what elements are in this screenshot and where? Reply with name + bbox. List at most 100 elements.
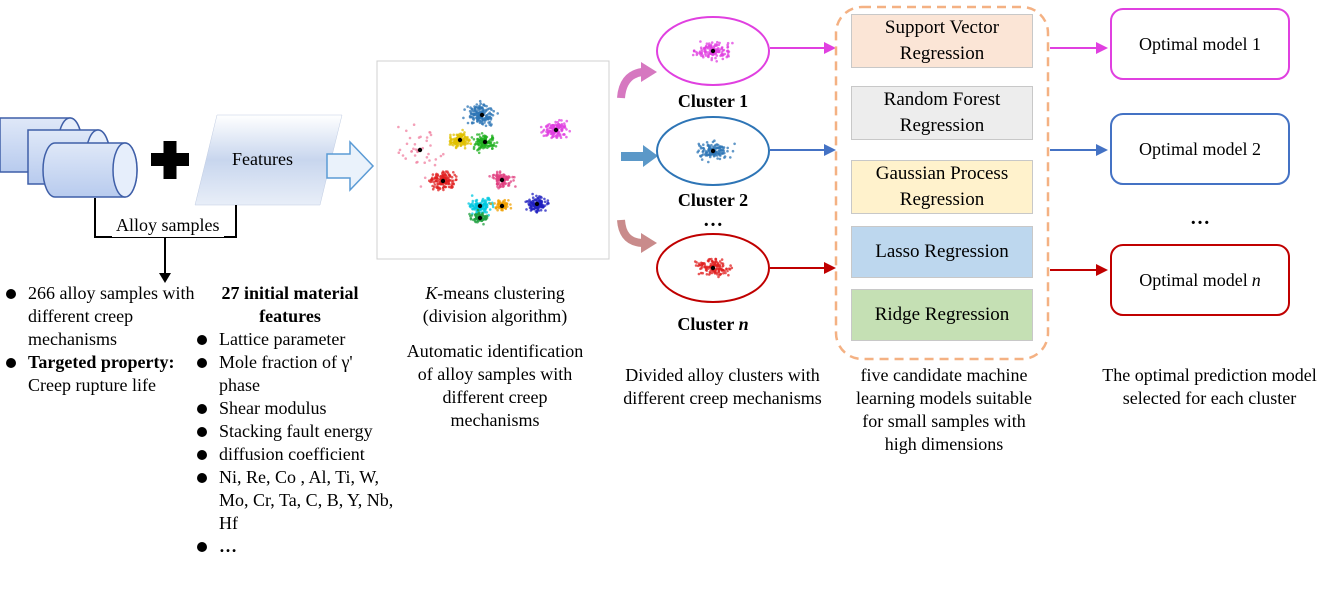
cluster-2-point xyxy=(704,154,708,157)
scatter-point xyxy=(471,109,475,113)
scatter-point xyxy=(556,134,560,138)
scatter-point xyxy=(432,180,436,184)
optimal-caption: The optimal prediction model selected fo… xyxy=(1102,365,1317,408)
scatter-point xyxy=(543,200,547,204)
cluster-n-point xyxy=(721,269,725,272)
scatter-point xyxy=(478,99,482,103)
target-property-item: Targeted property: Creep rupture life xyxy=(4,351,204,397)
features-label: Features xyxy=(232,149,293,169)
scatter-point xyxy=(477,111,481,115)
scatter-point xyxy=(485,114,489,117)
optimal-n-italic: n xyxy=(1251,269,1261,290)
scatter-point xyxy=(442,188,445,192)
scatter-point xyxy=(474,199,478,202)
scatter-point xyxy=(479,141,483,145)
scatter-point xyxy=(484,116,487,120)
cluster-n-point xyxy=(709,262,713,266)
scatter-point xyxy=(490,108,493,111)
scatter-point xyxy=(469,142,473,145)
scatter-point xyxy=(563,125,566,129)
alloy-samples-label: Alloy samples xyxy=(112,214,224,237)
scatter-point xyxy=(480,132,484,135)
feature-item: Shear modulus xyxy=(195,397,395,420)
scatter-point xyxy=(542,128,546,132)
scatter-point-centroid xyxy=(457,137,463,143)
cluster-n-point xyxy=(728,268,732,271)
cluster-n-prefix: Cluster xyxy=(677,314,739,334)
scatter-point xyxy=(502,175,506,179)
scatter-point xyxy=(481,197,485,201)
scatter-point xyxy=(513,175,516,179)
scatter-point xyxy=(558,118,561,122)
scatter-point xyxy=(562,133,565,136)
scatter-point xyxy=(428,159,431,162)
cluster-1-point xyxy=(717,47,720,50)
cluster-1-point xyxy=(705,51,709,54)
scatter-point xyxy=(512,179,515,182)
scatter-point xyxy=(490,134,494,138)
scatter-point xyxy=(539,125,543,129)
scatter-point xyxy=(498,184,502,188)
scatter-point xyxy=(475,113,478,116)
scatter-point xyxy=(454,145,458,149)
scatter-point xyxy=(532,204,536,207)
cluster-2-point xyxy=(709,151,712,155)
scatter-point xyxy=(454,178,458,182)
scatter-point xyxy=(452,141,456,144)
scatter-point xyxy=(538,199,541,202)
scatter-point xyxy=(453,173,457,177)
scatter-point xyxy=(475,213,479,216)
scatter-point xyxy=(488,175,491,178)
scatter-point xyxy=(545,134,549,137)
scatter-point xyxy=(475,210,478,214)
kmeans-subtitle: (division algorithm) xyxy=(422,306,568,326)
scatter-point xyxy=(465,142,468,145)
cluster-n-point xyxy=(724,271,727,275)
cluster-2-label: Cluster 2 xyxy=(677,190,749,210)
scatter-point xyxy=(552,131,556,135)
scatter-point xyxy=(494,206,498,210)
scatter-point xyxy=(488,123,492,126)
scatter-point xyxy=(471,204,475,207)
clusters-caption: Divided alloy clusters with different cr… xyxy=(623,365,822,408)
scatter-point xyxy=(451,179,455,183)
cluster-1-point xyxy=(714,48,718,52)
scatter-point-centroid xyxy=(499,203,505,209)
cluster-n-point xyxy=(730,266,734,270)
cluster-ellipsis: … xyxy=(703,209,723,231)
scatter-point xyxy=(463,146,467,150)
cluster-2-point xyxy=(701,150,705,154)
cluster-2-point xyxy=(701,146,704,150)
optimal-n-prefix: Optimal model xyxy=(1139,269,1248,290)
scatter-point xyxy=(540,131,543,134)
scatter-point xyxy=(448,178,451,182)
scatter-point xyxy=(433,163,437,167)
scatter-point xyxy=(471,199,475,203)
scatter-point xyxy=(439,176,443,180)
kmeans-caption: K-means clustering (division algorithm) … xyxy=(395,282,595,432)
scatter-point xyxy=(476,220,479,224)
scatter-point xyxy=(470,121,474,124)
scatter-point xyxy=(482,222,485,226)
scatter-point xyxy=(482,202,486,206)
scatter-point xyxy=(493,142,496,145)
scatter-point xyxy=(536,197,539,200)
scatter-point xyxy=(441,176,445,179)
scatter-point xyxy=(462,116,465,120)
kmeans-k: K xyxy=(425,283,438,303)
alloy-cylinders-icon xyxy=(0,117,138,198)
scatter-point xyxy=(484,205,488,209)
cluster-n-point xyxy=(699,271,703,275)
scatter-point xyxy=(563,122,566,125)
scatter-point xyxy=(476,208,480,212)
scatter-point xyxy=(463,108,466,111)
scatter-point xyxy=(433,183,437,186)
scatter-point xyxy=(483,145,486,149)
scatter-point xyxy=(535,194,538,198)
scatter-point xyxy=(477,148,480,151)
scatter-point xyxy=(476,140,480,143)
scatter-point xyxy=(468,204,472,208)
cluster-1-point xyxy=(727,55,730,58)
scatter-point xyxy=(471,207,475,211)
scatter-point xyxy=(514,185,517,188)
